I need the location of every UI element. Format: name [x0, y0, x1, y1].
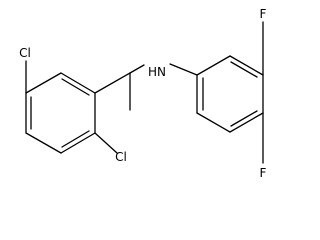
dichlorophenyl-ring — [25, 72, 96, 154]
bond-ch-nh — [129, 64, 145, 74]
bond — [25, 72, 62, 94]
bond — [196, 112, 231, 133]
bond-nh-ring — [169, 63, 198, 76]
molecule-structure: Cl Cl HN F F — [19, 7, 267, 180]
bond-ring-ch — [94, 72, 131, 94]
difluorophenyl-ring — [196, 55, 264, 133]
double-bond-inner — [230, 61, 258, 78]
bond-c-cl-bottom — [94, 132, 118, 154]
double-bond-inner — [61, 130, 90, 148]
fluorine-top-label: F — [260, 7, 267, 21]
bond — [196, 55, 231, 76]
double-bond-inner — [230, 110, 258, 127]
bond — [60, 132, 96, 154]
fluorine-bottom-label: F — [260, 166, 267, 180]
bond — [25, 132, 62, 154]
nh-label: HN — [148, 65, 166, 79]
bond — [229, 112, 264, 133]
chlorine-top-label: Cl — [19, 46, 31, 60]
bond — [60, 72, 96, 94]
double-bond-inner — [61, 78, 90, 96]
chlorine-bottom-label: Cl — [115, 150, 127, 164]
bond — [229, 55, 264, 76]
